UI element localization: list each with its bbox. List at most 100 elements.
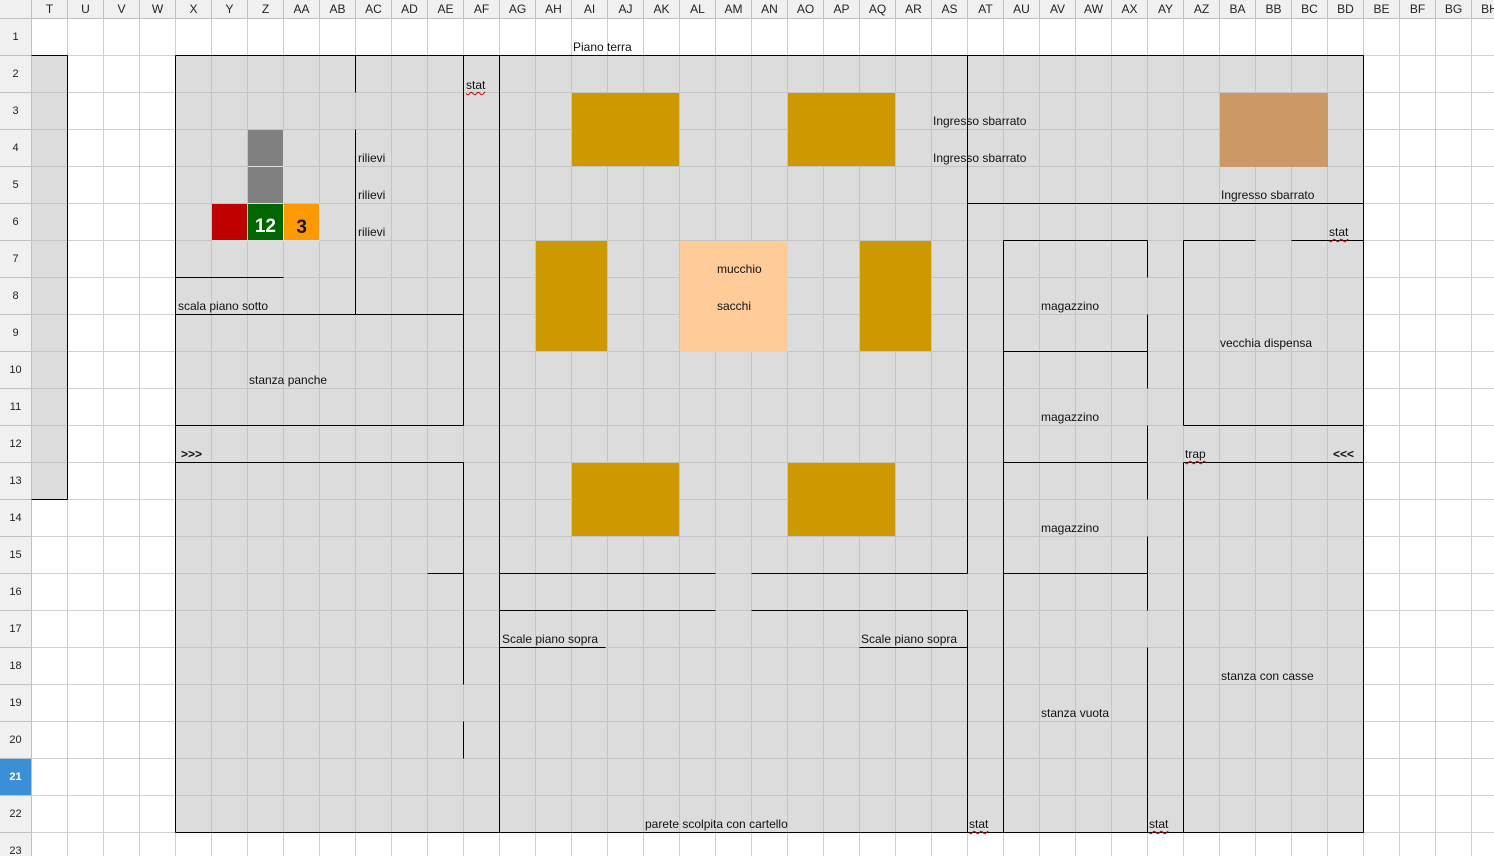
column-header-AP[interactable]: AP (824, 0, 860, 19)
label-scale-piano-sopra: Scale piano sopra (502, 632, 599, 646)
column-header-AJ[interactable]: AJ (608, 0, 644, 19)
map-area (176, 56, 1364, 833)
column-header-AS[interactable]: AS (932, 0, 968, 19)
select-all-corner[interactable] (0, 0, 32, 19)
orange-cell: 3 (284, 204, 320, 241)
row-header-3[interactable]: 3 (0, 93, 32, 130)
column-header-AL[interactable]: AL (680, 0, 716, 19)
column-header-AN[interactable]: AN (752, 0, 788, 19)
mustard-block (860, 241, 932, 352)
grey-cell (248, 167, 284, 204)
label-arrow-right: >>> (181, 447, 203, 461)
label-trap: trap (1185, 447, 1206, 461)
row-header-15[interactable]: 15 (0, 537, 32, 574)
label-stat: stat (1329, 225, 1349, 239)
column-header-AR[interactable]: AR (896, 0, 932, 19)
label-rilievi: rilievi (358, 188, 386, 202)
row-header-2[interactable]: 2 (0, 56, 32, 93)
label-scala-piano-sotto: scala piano sotto (178, 299, 269, 313)
column-header-AG[interactable]: AG (500, 0, 536, 19)
column-header-AM[interactable]: AM (716, 0, 752, 19)
column-header-AK[interactable]: AK (644, 0, 680, 19)
column-header-V[interactable]: V (104, 0, 140, 19)
label-magazzino: magazzino (1041, 299, 1100, 313)
column-header-AI[interactable]: AI (572, 0, 608, 19)
column-header-BC[interactable]: BC (1292, 0, 1328, 19)
column-header-X[interactable]: X (176, 0, 212, 19)
label-ingresso-sbarrato: Ingresso sbarrato (933, 114, 1027, 128)
column-header-BA[interactable]: BA (1220, 0, 1256, 19)
column-header-AB[interactable]: AB (320, 0, 356, 19)
row-header-14[interactable]: 14 (0, 500, 32, 537)
grey-column-t (32, 56, 68, 500)
column-header-AD[interactable]: AD (392, 0, 428, 19)
row-header-8[interactable]: 8 (0, 278, 32, 315)
label-stanza-panche: stanza panche (249, 373, 328, 387)
column-header-BF[interactable]: BF (1400, 0, 1436, 19)
row-header-19[interactable]: 19 (0, 685, 32, 722)
title-piano-terra: Piano terra (573, 40, 632, 54)
mustard-block (572, 463, 680, 537)
column-header-Y[interactable]: Y (212, 0, 248, 19)
mustard-block (788, 93, 896, 167)
column-header-AT[interactable]: AT (968, 0, 1004, 19)
column-header-W[interactable]: W (140, 0, 176, 19)
row-header-22[interactable]: 22 (0, 796, 32, 833)
column-header-AC[interactable]: AC (356, 0, 392, 19)
label-magazzino: magazzino (1041, 410, 1100, 424)
column-header-BG[interactable]: BG (1436, 0, 1472, 19)
column-header-T[interactable]: T (32, 0, 68, 19)
label-rilievi: rilievi (358, 225, 386, 239)
label-stat: stat (969, 817, 989, 831)
label-scale-piano-sopra: Scale piano sopra (861, 632, 958, 646)
label-ingresso-sbarrato: Ingresso sbarrato (1221, 188, 1315, 202)
column-header-AO[interactable]: AO (788, 0, 824, 19)
mustard-block (536, 241, 608, 352)
row-header-7[interactable]: 7 (0, 241, 32, 278)
column-header-BH[interactable]: BH (1472, 0, 1494, 19)
row-header-9[interactable]: 9 (0, 315, 32, 352)
row-header-11[interactable]: 11 (0, 389, 32, 426)
column-header-AW[interactable]: AW (1076, 0, 1112, 19)
column-header-AY[interactable]: AY (1148, 0, 1184, 19)
column-header-BD[interactable]: BD (1328, 0, 1364, 19)
row-header-4[interactable]: 4 (0, 130, 32, 167)
column-header-BE[interactable]: BE (1364, 0, 1400, 19)
column-header-AX[interactable]: AX (1112, 0, 1148, 19)
column-header-AU[interactable]: AU (1004, 0, 1040, 19)
label-parete-scolpita: parete scolpita con cartello (645, 817, 788, 831)
sacks-pile (680, 241, 788, 352)
column-header-AE[interactable]: AE (428, 0, 464, 19)
row-header-21[interactable]: 21 (0, 759, 32, 796)
row-header-10[interactable]: 10 (0, 352, 32, 389)
column-header-U[interactable]: U (68, 0, 104, 19)
column-header-AZ[interactable]: AZ (1184, 0, 1220, 19)
row-header-23[interactable]: 23 (0, 833, 32, 856)
label-vecchia-dispensa: vecchia dispensa (1220, 336, 1313, 350)
label-sacchi: sacchi (717, 299, 752, 313)
value-12: 12 (254, 216, 276, 237)
row-header-17[interactable]: 17 (0, 611, 32, 648)
label-arrow-left: <<< (1333, 447, 1355, 461)
column-header-AA[interactable]: AA (284, 0, 320, 19)
row-header-13[interactable]: 13 (0, 463, 32, 500)
label-mucchio: mucchio (717, 262, 762, 276)
column-header-BB[interactable]: BB (1256, 0, 1292, 19)
column-header-Z[interactable]: Z (248, 0, 284, 19)
column-header-AF[interactable]: AF (464, 0, 500, 19)
column-header-AV[interactable]: AV (1040, 0, 1076, 19)
row-header-5[interactable]: 5 (0, 167, 32, 204)
row-header-1[interactable]: 1 (0, 19, 32, 56)
label-stat: stat (1149, 817, 1169, 831)
column-header-AH[interactable]: AH (536, 0, 572, 19)
row-header-18[interactable]: 18 (0, 648, 32, 685)
row-header-6[interactable]: 6 (0, 204, 32, 241)
row-header-12[interactable]: 12 (0, 426, 32, 463)
value-3: 3 (296, 217, 307, 238)
label-stanza-con-casse: stanza con casse (1221, 669, 1314, 683)
row-header-20[interactable]: 20 (0, 722, 32, 759)
row-header-16[interactable]: 16 (0, 574, 32, 611)
column-header-AQ[interactable]: AQ (860, 0, 896, 19)
